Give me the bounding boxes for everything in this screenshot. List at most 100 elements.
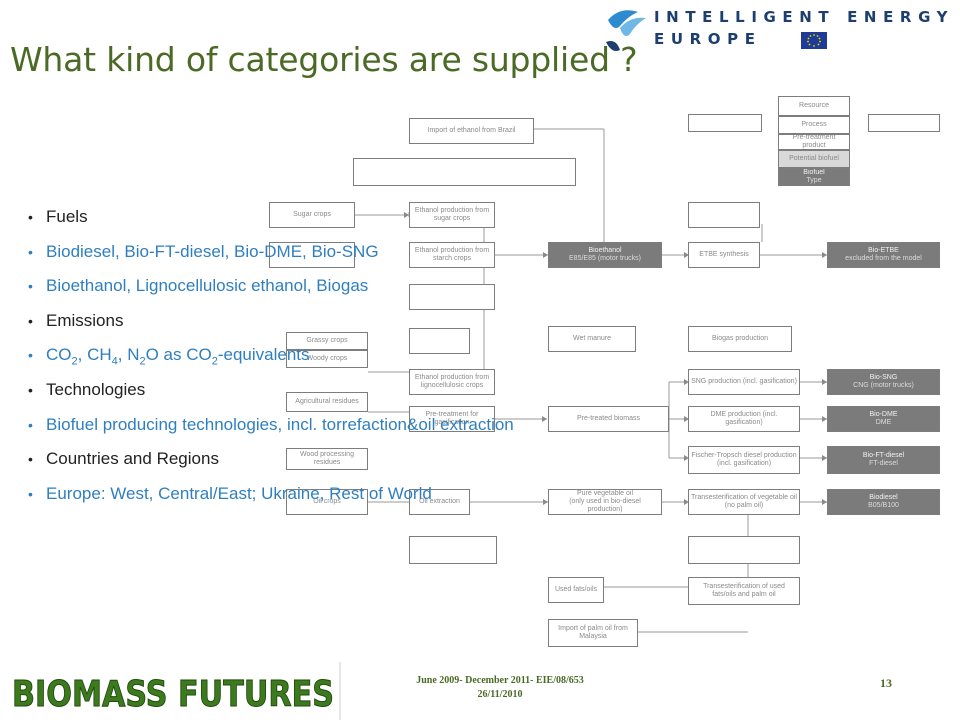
page-number: 13 [880, 676, 892, 690]
box-woody-crops: Woody crops [286, 350, 368, 368]
box-bioethanol: Bioethanol E85/E85 (motor trucks) [548, 242, 662, 268]
bio-ft-diesel-label: Bio-FT-diesel [862, 452, 905, 459]
bullet-bioethanol: • Bioethanol, Lignocellulosic ethanol, Bi… [28, 269, 748, 304]
bullet-emissions: • Emissions [28, 304, 748, 339]
box-import-palm: Import of palm oil from Malaysia [548, 619, 638, 647]
bio-dme-label: Bio-DME [869, 411, 898, 418]
bullet-dot-icon: • [28, 209, 33, 225]
box-wet-manure: Wet manure [548, 326, 636, 352]
box-wood-residues: Wood processing residues [286, 448, 368, 470]
bullet-dot-icon: • [28, 485, 33, 502]
bullet-text: Biodiesel, Bio-FT-diesel, Bio-DME, Bio-S… [46, 241, 379, 261]
bullet-text: Bioethanol, Lignocellulosic ethanol, Bio… [46, 276, 369, 296]
bio-sng-label: Bio-SNG [869, 374, 898, 381]
bullet-text: Biofuel producing technologies, incl. to… [46, 414, 514, 434]
box-starch-production: Ethanol production from starch crops [409, 242, 495, 268]
bullet-biofuel-technologies: • Biofuel producing technologies, incl. t… [28, 408, 748, 443]
bullet-dot-icon: • [28, 451, 33, 468]
bullet-text: Technologies [46, 379, 146, 399]
slide-title: What kind of categories are supplied ? [10, 40, 638, 79]
box-ethanol-sugar: Ethanol production from sugar crops [409, 202, 495, 228]
box-sng-production: SNG production (incl. gasification) [688, 369, 800, 395]
bio-etbe-sub: excluded from the model [845, 255, 922, 262]
box-transesterification-used: Transesterification of used fats/oils an… [688, 577, 800, 605]
box-bio-dme: Bio-DME DME [827, 406, 940, 432]
pure-veg-oil-label: Pure vegetable oil [576, 490, 634, 497]
box-ethanol-ligno: Ethanol production from lignocellulosic … [409, 369, 495, 395]
pure-veg-oil-sub: (only used in bio-diesel production) [569, 498, 641, 513]
bullet-fuels: •Fuels [28, 200, 748, 235]
bullet-dot-icon: • [28, 278, 33, 295]
box-oil-extraction: Oil extraction [409, 489, 470, 515]
box-agri-residues: Agricultural residues [286, 392, 368, 412]
legend-biofuel-sub: Type [806, 177, 822, 184]
bullet-text: CO2, CH4, N2O as CO2-equivalents [46, 345, 310, 368]
box-blank-6 [409, 284, 495, 310]
bullet-text: Europe: West, Central/East; Ukraine, Res… [46, 483, 432, 503]
bullet-dot-icon: • [28, 347, 33, 364]
eu-flag-icon [801, 32, 827, 49]
box-blank-7 [409, 328, 470, 354]
box-biodiesel: Biodiesel B05/B100 [827, 489, 940, 515]
bio-etbe-label: Bio-ETBE [868, 247, 899, 254]
box-bio-etbe: Bio-ETBE excluded from the model [827, 242, 940, 268]
ie-logo-line1: INTELLIGENT ENERGY [654, 8, 955, 26]
ie-swirl-icon [606, 10, 646, 51]
footer-project-info: June 2009- December 2011- EIE/08/653 26/… [360, 674, 640, 702]
box-sugar-crops: Sugar crops [269, 202, 355, 228]
box-blank-8 [409, 536, 497, 564]
footer-line2: 26/11/2010 [477, 689, 523, 700]
bullet-text: Countries and Regions [46, 449, 219, 469]
category-bullet-list: •Fuels • Biodiesel, Bio-FT-diesel, Bio-DM… [28, 200, 748, 511]
box-pure-veg-oil: Pure vegetable oil (only used in bio-die… [548, 489, 662, 515]
bullet-regions: • Europe: West, Central/East; Ukraine, Re… [28, 477, 748, 512]
bio-dme-sub: DME [875, 419, 892, 426]
box-bio-ft-diesel: Bio-FT-diesel FT-diesel [827, 446, 940, 474]
box-blank-5 [269, 242, 355, 268]
box-blank-3 [353, 158, 576, 186]
biofuel-pathway-diagram: Resource Process Pre-treatment product P… [264, 92, 954, 657]
box-blank-4 [688, 202, 760, 228]
box-blank-2 [868, 114, 940, 132]
box-pretreatment: Pre-treatment for gasification [409, 406, 495, 432]
legend-potential-biofuel: Potential biofuel [778, 150, 850, 168]
legend-biofuel-label: Biofuel [803, 169, 825, 176]
bullet-countries: • Countries and Regions [28, 442, 748, 477]
bullet-biodiesel: • Biodiesel, Bio-FT-diesel, Bio-DME, Bio-… [28, 235, 748, 270]
biodiesel-sub: B05/B100 [868, 502, 899, 509]
box-blank-9 [688, 536, 800, 564]
biomass-logo-text: BIOMASS FUTURES [12, 674, 334, 715]
ie-logo-line2: EUROPE [654, 30, 762, 48]
box-used-fats: Used fats/oils [548, 577, 604, 603]
box-blank-1 [688, 114, 762, 132]
box-import-ethanol: Import of ethanol from Brazil [409, 118, 534, 144]
biomass-futures-logo: BIOMASS FUTURES [0, 662, 342, 720]
bullet-dot-icon: • [28, 243, 33, 260]
biodiesel-label: Biodiesel [869, 494, 898, 501]
bullet-dot-icon: • [28, 312, 33, 329]
legend-biofuel: Biofuel Type [778, 168, 850, 186]
intelligent-energy-logo: INTELLIGENT ENERGY EUROPE [598, 2, 958, 58]
legend-resource: Resource [778, 96, 850, 116]
legend-pretreatment: Pre-treatment product [778, 134, 850, 150]
box-biogas-production: Biogas production [688, 326, 792, 352]
bioethanol-label: Bioethanol [588, 247, 622, 254]
bullet-dot-icon: • [28, 416, 33, 433]
bullet-dot-icon: • [28, 381, 33, 398]
bullet-ghg-gases: • CO2, CH4, N2O as CO2-equivalents [28, 338, 748, 373]
box-ft-production: Fischer-Tropsch diesel production (incl.… [688, 446, 800, 474]
bio-ft-diesel-sub: FT-diesel [869, 460, 898, 467]
box-dme-production: DME production (incl. gasification) [688, 406, 800, 432]
footer-line1: June 2009- December 2011- EIE/08/653 [416, 675, 584, 686]
bullet-text: Emissions [46, 310, 124, 330]
box-bio-sng: Bio-SNG CNG (motor trucks) [827, 369, 940, 395]
bio-sng-sub: CNG (motor trucks) [853, 382, 914, 389]
bullet-technologies: • Technologies [28, 373, 748, 408]
box-etbe-synthesis: ETBE synthesis [688, 242, 760, 268]
bioethanol-sub: E85/E85 (motor trucks) [569, 255, 641, 262]
box-pretreated-biomass: Pre-treated biomass [548, 406, 669, 432]
box-grassy-crops: Grassy crops [286, 332, 368, 350]
box-oil-crops: Oil crops [286, 489, 368, 515]
box-transesterification-veg: Transesterification of vegetable oil (no… [688, 489, 800, 515]
legend-process: Process [778, 116, 850, 134]
